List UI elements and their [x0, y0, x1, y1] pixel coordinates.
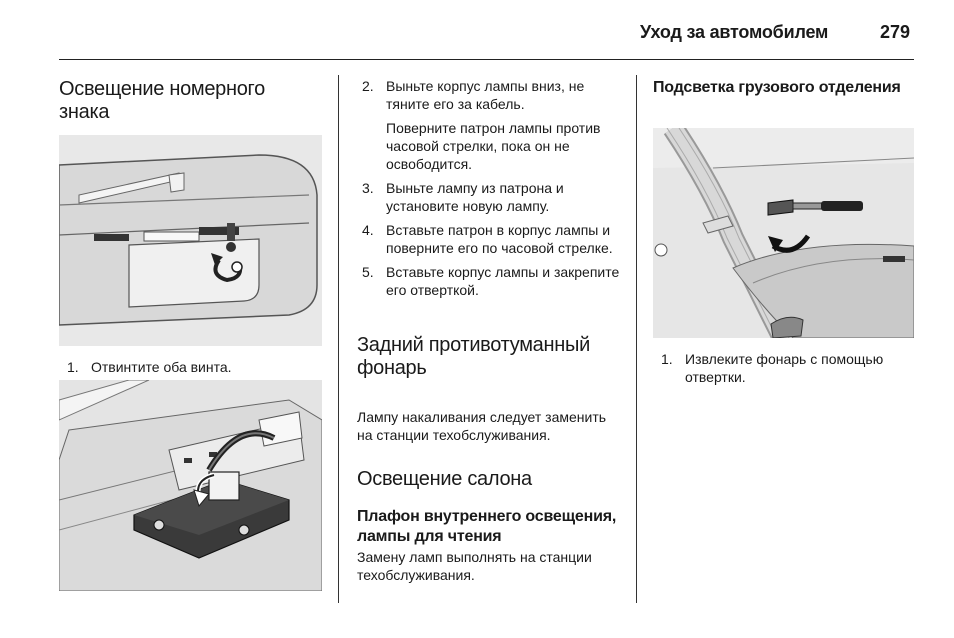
step-number: 4.: [362, 222, 374, 238]
heading-interior-lighting: Освещение салона: [357, 468, 532, 490]
list-item: 3. Выньте лампу из патрона и установите …: [362, 179, 624, 215]
heading-dome-reading-lamps: Плафон внутреннего освещения, лампы для …: [357, 508, 617, 545]
steps-license-plate: 1. Отвинтите оба винта.: [67, 358, 327, 376]
step-number: 2.: [362, 78, 374, 94]
step-text: Выньте корпус лампы вниз, не тяните его …: [386, 78, 585, 112]
step-text: Вставьте патрон в корпус лампы и поверни…: [386, 222, 613, 256]
list-item: 4. Вставьте патрон в корпус лампы и пове…: [362, 221, 624, 257]
list-item: 1. Извлеките фонарь с помощью отвертки.: [661, 350, 911, 386]
step-extra-text: Поверните патрон лампы против часовой ст…: [386, 120, 601, 172]
column-divider-1: [338, 75, 339, 603]
running-header-title: Уход за автомобилем: [640, 22, 829, 42]
heading-license-plate-light: Освещение номерного знака: [59, 78, 265, 123]
rear-fog-light-text: Лампу накаливания следует заменить на ст…: [357, 409, 607, 443]
step-number: 5.: [362, 264, 374, 280]
page-number: 279: [880, 22, 911, 42]
step-number: 1.: [661, 351, 673, 367]
header-rule: [59, 59, 914, 60]
step-text: Извлеките фонарь с помощью отвертки.: [685, 351, 884, 385]
figure-license-plate-screws: [59, 135, 322, 346]
steps-cargo-light: 1. Извлеките фонарь с помощью отвертки.: [661, 350, 911, 386]
dome-lamps-text: Замену ламп выполнять на станции техобсл…: [357, 549, 592, 583]
list-item: 5. Вставьте корпус лампы и закрепите его…: [362, 263, 624, 299]
list-item: 1. Отвинтите оба винта.: [67, 358, 327, 376]
steps-lamp-replacement: 2. Выньте корпус лампы вниз, не тяните е…: [362, 77, 624, 299]
step-text: Вставьте корпус лампы и закрепите его от…: [386, 264, 620, 298]
figure-cargo-light-removal: [653, 128, 914, 338]
list-item: 2. Выньте корпус лампы вниз, не тяните е…: [362, 77, 624, 173]
step-text: Отвинтите оба винта.: [91, 359, 232, 375]
step-number: 3.: [362, 180, 374, 196]
heading-rear-fog-light: Задний противотуманный фонарь: [357, 334, 590, 379]
column-divider-2: [636, 75, 637, 603]
step-text: Выньте лампу из патрона и установите нов…: [386, 180, 564, 214]
figure-lamp-housing-removal: [59, 380, 322, 591]
step-number: 1.: [67, 359, 79, 375]
heading-cargo-area-light: Подсветка грузового отделения: [653, 79, 901, 96]
